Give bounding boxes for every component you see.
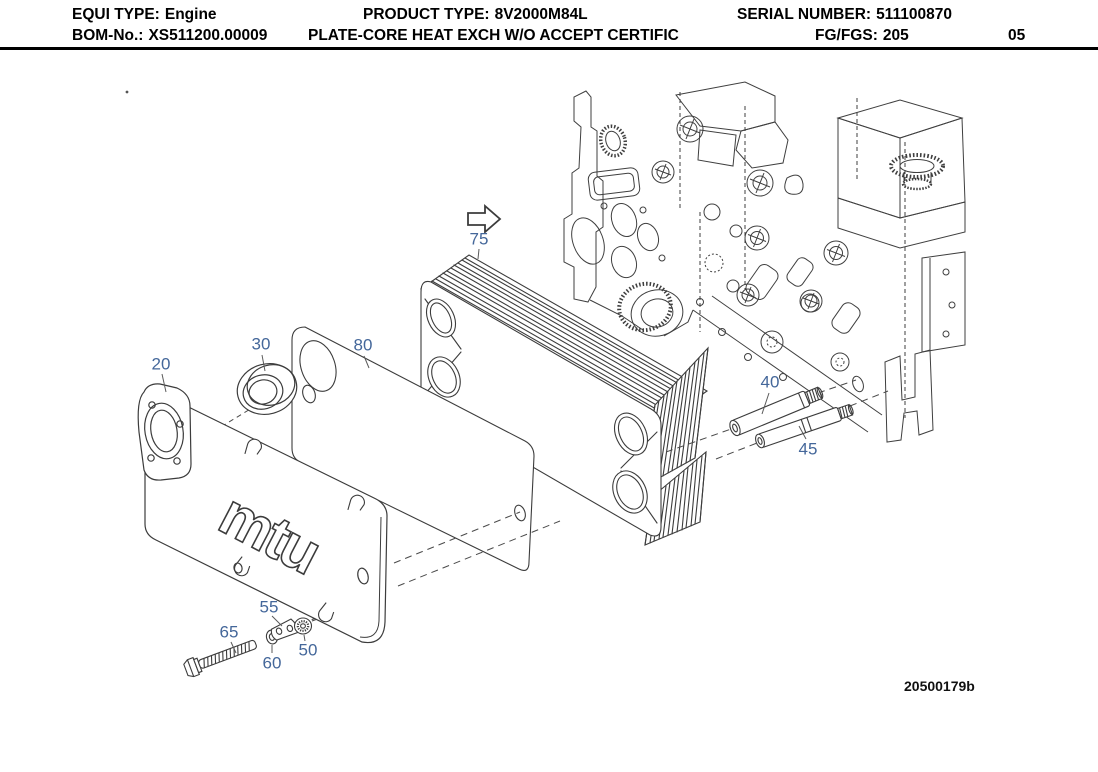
seal-ring-drawing bbox=[236, 363, 298, 415]
callout-75[interactable]: 75 bbox=[469, 229, 489, 249]
callout-45[interactable]: 45 bbox=[798, 439, 818, 459]
assembly-axis-dashes bbox=[205, 379, 889, 628]
reference-dot bbox=[125, 90, 129, 94]
fg-fgs-field: FG/FGS:205 bbox=[815, 27, 909, 44]
spoked-boss-icons bbox=[651, 115, 849, 313]
sheet-number: 05 bbox=[1008, 27, 1026, 44]
filler-cap-drawing bbox=[889, 153, 945, 191]
bolt-drawing bbox=[183, 639, 257, 678]
callout-20[interactable]: 20 bbox=[151, 354, 171, 374]
header-divider bbox=[0, 47, 1098, 50]
plate-edge-tabs bbox=[234, 438, 365, 623]
callout-40[interactable]: 40 bbox=[760, 372, 780, 392]
bom-no-field: BOM-No.:XS511200.00009 bbox=[72, 27, 268, 44]
callout-leader-lines bbox=[161, 248, 807, 654]
stud-40-drawing bbox=[729, 386, 824, 437]
callout-65[interactable]: 65 bbox=[219, 622, 239, 642]
flange-drawing bbox=[137, 383, 192, 481]
clamp-plate-drawing bbox=[270, 618, 298, 641]
equi-type-field: EQUI TYPE:Engine bbox=[72, 6, 217, 23]
callout-50[interactable]: 50 bbox=[298, 640, 318, 660]
cover-plate-drawing: mtu bbox=[137, 383, 388, 644]
drawing-number: 20500179b bbox=[904, 678, 975, 694]
callout-60[interactable]: 60 bbox=[262, 653, 282, 673]
grommet-drawing bbox=[293, 617, 313, 635]
callout-55[interactable]: 55 bbox=[259, 597, 279, 617]
callout-80[interactable]: 80 bbox=[353, 335, 373, 355]
engine-block-drawing bbox=[563, 81, 966, 443]
product-type-field: PRODUCT TYPE:8V2000M84L bbox=[363, 6, 588, 23]
part-description: PLATE-CORE HEAT EXCH W/O ACCEPT CERTIFIC bbox=[308, 27, 679, 44]
heat-exchanger-core-drawing bbox=[419, 254, 709, 546]
gasket-drawing bbox=[291, 326, 535, 571]
serial-number-field: SERIAL NUMBER:511100870 bbox=[737, 6, 952, 23]
callout-30[interactable]: 30 bbox=[251, 334, 271, 354]
direction-arrow-icon bbox=[467, 204, 502, 234]
